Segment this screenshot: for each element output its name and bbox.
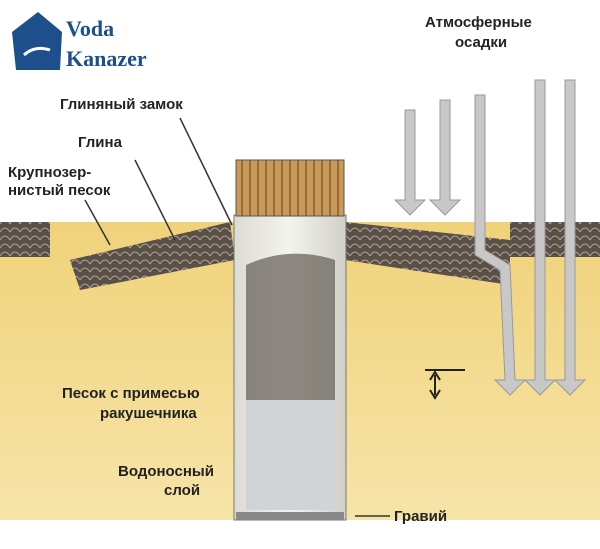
logo-text-voda: Voda: [66, 16, 115, 41]
label-clay: Глина: [78, 134, 122, 151]
water: [246, 400, 335, 510]
label-gravel: Гравий: [394, 508, 448, 525]
precipitation-arrows: [393, 79, 587, 396]
label-coarse-sand-1: Крупнозер-: [8, 164, 92, 181]
label-coarse-sand-2: нистый песок: [8, 182, 111, 199]
level-arrow: [425, 369, 465, 400]
label-clay-lock: Глиняный замок: [60, 96, 183, 113]
label-precipitation-2: осадки: [455, 34, 508, 51]
well-lid: [235, 159, 345, 217]
label-precipitation-1: Атмосферные: [425, 14, 532, 31]
label-aquifer-2: слой: [164, 482, 201, 499]
topsoil-left: [0, 222, 50, 257]
logo-text-kanazer: Kanazer: [66, 46, 147, 71]
label-shell-sand-1: Песок с примесью: [62, 385, 200, 402]
leader-lines: [84, 117, 390, 517]
logo-house-icon: [12, 12, 62, 70]
gravel-layer: [236, 512, 344, 520]
label-shell-sand-2: ракушечника: [100, 405, 197, 422]
clay-lock-right: [345, 222, 510, 285]
topsoil-right: [510, 222, 600, 257]
clay-lock-left: [70, 222, 235, 290]
label-aquifer-1: Водоносный: [118, 463, 214, 480]
